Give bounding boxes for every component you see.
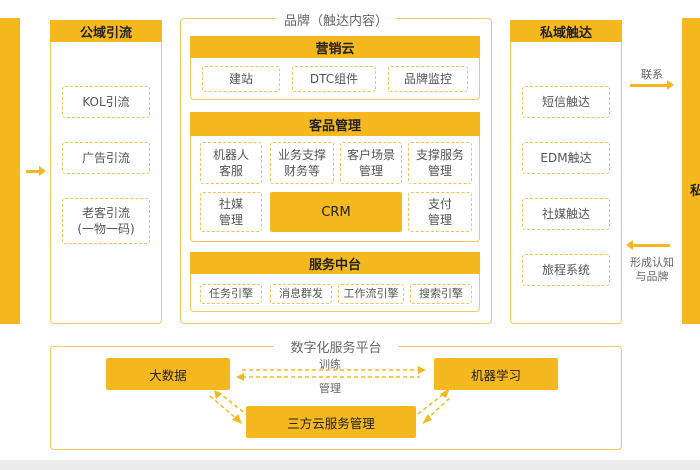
search-engine[interactable]: 搜索引擎 bbox=[410, 284, 472, 304]
customer-scene[interactable]: 客户场景 管理 bbox=[340, 142, 402, 184]
ad-traffic[interactable]: 广告引流 bbox=[62, 142, 150, 174]
workflow-engine[interactable]: 工作流引擎 bbox=[338, 284, 404, 304]
support-service-label: 支撑服务 管理 bbox=[415, 148, 464, 178]
old-customer-traffic[interactable]: 老客引流 (一物一码) bbox=[62, 198, 150, 244]
big-data-block[interactable]: 大数据 bbox=[106, 358, 230, 390]
machine-learning-block[interactable]: 机器学习 bbox=[434, 358, 558, 390]
social-media-mgmt-label: 社媒 管理 bbox=[218, 197, 243, 227]
payment-mgmt-label: 支付 管理 bbox=[427, 197, 452, 227]
brand-title: 品牌（触达内容） bbox=[276, 10, 396, 29]
form-cognition-arrow bbox=[626, 240, 670, 250]
right-edge-bar bbox=[682, 18, 700, 324]
brand-monitor[interactable]: 品牌监控 bbox=[388, 66, 468, 92]
message-broadcast[interactable]: 消息群发 bbox=[270, 284, 332, 304]
payment-mgmt[interactable]: 支付 管理 bbox=[408, 192, 472, 232]
business-support[interactable]: 业务支撑 财务等 bbox=[270, 142, 334, 184]
old-customer-label: 老客引流 (一物一码) bbox=[77, 206, 135, 236]
robot-service-label: 机器人 客服 bbox=[212, 148, 249, 178]
service-platform-title: 服务中台 bbox=[190, 252, 480, 274]
kol-traffic[interactable]: KOL引流 bbox=[62, 86, 150, 118]
arrow-to-public-domain bbox=[26, 166, 46, 176]
product-mgmt-title: 客品管理 bbox=[190, 112, 480, 136]
social-reach[interactable]: 社媒触达 bbox=[522, 198, 610, 230]
right-edge-label: 私 bbox=[690, 184, 700, 199]
journey-system[interactable]: 旅程系统 bbox=[522, 254, 610, 286]
form-cognition-label: 形成认知 与品牌 bbox=[630, 256, 674, 283]
site-build[interactable]: 建站 bbox=[202, 66, 280, 92]
third-party-block[interactable]: 三方云服务管理 bbox=[246, 406, 416, 438]
train-label: 训练 bbox=[319, 358, 341, 371]
support-service[interactable]: 支撑服务 管理 bbox=[408, 142, 472, 184]
contact-arrow bbox=[630, 80, 674, 90]
contact-label: 联系 bbox=[641, 68, 663, 81]
social-media-mgmt[interactable]: 社媒 管理 bbox=[200, 192, 262, 232]
private-domain-title: 私域触达 bbox=[510, 20, 622, 42]
crm-block[interactable]: CRM bbox=[270, 192, 402, 232]
marketing-cloud-title: 营销云 bbox=[190, 36, 480, 58]
customer-scene-label: 客户场景 管理 bbox=[346, 148, 395, 178]
left-edge-bar bbox=[0, 18, 20, 324]
digital-platform-title: 数字化服务平台 bbox=[274, 337, 398, 356]
business-support-label: 业务支撑 财务等 bbox=[277, 148, 326, 178]
edm-reach[interactable]: EDM触达 bbox=[522, 142, 610, 174]
bottom-strip bbox=[0, 460, 700, 470]
robot-service[interactable]: 机器人 客服 bbox=[200, 142, 262, 184]
task-engine[interactable]: 任务引擎 bbox=[200, 284, 262, 304]
sms-reach[interactable]: 短信触达 bbox=[522, 86, 610, 118]
public-domain-title: 公域引流 bbox=[50, 20, 162, 42]
dtc-components[interactable]: DTC组件 bbox=[292, 66, 376, 92]
manage-label: 管理 bbox=[319, 382, 341, 395]
